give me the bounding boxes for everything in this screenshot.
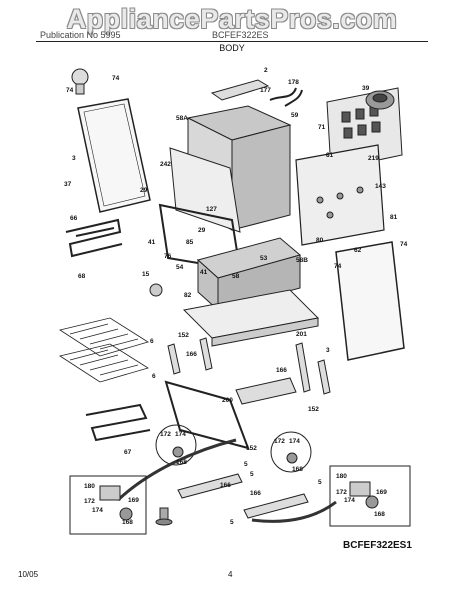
- diagram-id: BCFEF322ES1: [343, 540, 412, 551]
- callout: 76: [164, 253, 172, 260]
- drawer-slides-166: [167, 337, 331, 395]
- callout: 74: [400, 241, 408, 248]
- callout: 169: [376, 489, 387, 496]
- callout: 85: [186, 239, 194, 246]
- callout: 5: [250, 471, 254, 478]
- callout: 41: [148, 239, 156, 246]
- callout: 2: [264, 67, 268, 74]
- callout: 169: [128, 497, 139, 504]
- callout: 174: [289, 438, 300, 445]
- callout: 166: [250, 490, 261, 497]
- top-bracket-2: [210, 79, 270, 101]
- callout: 219: [368, 155, 379, 162]
- broil-element-67: [85, 403, 151, 442]
- callout: 5: [318, 479, 322, 486]
- callout: 5: [244, 461, 248, 468]
- lower-slide-166-right: [243, 493, 309, 519]
- watermark: AppliancePartsPros.com: [66, 4, 398, 34]
- callout: 168: [374, 511, 385, 518]
- callout: 177: [260, 87, 271, 94]
- callout: 172: [336, 489, 347, 496]
- callout: 3: [72, 155, 76, 162]
- callout: 58B: [296, 257, 308, 264]
- callout: 180: [336, 473, 347, 480]
- footer-date: 10/05: [18, 570, 39, 579]
- callout: 3: [326, 347, 330, 354]
- callout: 174: [344, 497, 355, 504]
- callout: 166: [276, 367, 287, 374]
- callout: 166: [220, 482, 231, 489]
- callout: 178: [288, 79, 299, 86]
- detail-box-left: [69, 475, 147, 535]
- callout: 168: [292, 466, 303, 473]
- callout: 58: [232, 273, 240, 280]
- callout: 152: [178, 332, 189, 339]
- callout: 168: [176, 459, 187, 466]
- callout: 172: [84, 498, 95, 505]
- lower-slide-166-left: [177, 473, 243, 499]
- callout: 174: [92, 507, 103, 514]
- wire-harness-59: [269, 87, 303, 107]
- page-number: 4: [228, 570, 233, 579]
- callout: 54: [176, 264, 184, 271]
- callout: 81: [390, 214, 398, 221]
- callout: 71: [318, 124, 326, 131]
- callout: 39: [362, 85, 370, 92]
- callout: 37: [64, 181, 72, 188]
- callout: 242: [160, 161, 171, 168]
- callout: 74: [66, 87, 74, 94]
- callout: 168: [122, 519, 133, 526]
- publication-number: Publication No 5995: [40, 30, 121, 40]
- oven-rack-6: [59, 317, 149, 383]
- callout: 201: [296, 331, 307, 338]
- leveler-foot: [155, 507, 173, 526]
- header-rule: [36, 41, 428, 42]
- callout: 152: [308, 406, 319, 413]
- callout: 74: [112, 75, 120, 82]
- callout: 172: [274, 438, 285, 445]
- callout: 53: [260, 255, 268, 262]
- callout: 67: [124, 449, 132, 456]
- callout: 174: [175, 431, 186, 438]
- callout: 81: [326, 152, 334, 159]
- callout: 58A: [176, 115, 188, 122]
- detail-arrow-left: [116, 438, 237, 502]
- left-side-panel-3: [77, 98, 151, 213]
- callout: 62: [354, 247, 362, 254]
- callout: 180: [84, 483, 95, 490]
- callout: 166: [186, 351, 197, 358]
- callout: 6: [150, 338, 154, 345]
- callout: 41: [200, 269, 208, 276]
- detail-inset-left: [155, 424, 197, 466]
- hinge-part-74: [71, 68, 89, 95]
- callout: 172: [160, 431, 171, 438]
- callout: 5: [230, 519, 234, 526]
- callout: 127: [206, 206, 217, 213]
- callout: 59: [291, 112, 299, 119]
- callout: 74: [334, 263, 342, 270]
- model-number: BCFEF322ES: [212, 30, 269, 40]
- oven-cavity-58A: [169, 105, 292, 233]
- section-title: BODY: [219, 43, 245, 53]
- detail-box-right: [329, 465, 411, 527]
- callout: 68: [78, 273, 86, 280]
- drawer-frame-200: [164, 380, 250, 450]
- callout: 82: [184, 292, 192, 299]
- detail-inset-right: [270, 431, 312, 473]
- callout: 200: [222, 397, 233, 404]
- callout: 80: [316, 237, 324, 244]
- knob-15: [149, 283, 163, 297]
- convection-fan-39: [365, 90, 395, 110]
- callout: 15: [142, 271, 150, 278]
- callout: 29: [140, 187, 148, 194]
- callout: 143: [375, 183, 386, 190]
- right-side-panel-3: [335, 241, 405, 361]
- callout: 29: [198, 227, 206, 234]
- drawer-base-201: [182, 289, 320, 347]
- callout: 152: [246, 445, 257, 452]
- bake-element-66: [65, 218, 123, 258]
- callout: 66: [70, 215, 78, 222]
- callout: 6: [152, 373, 156, 380]
